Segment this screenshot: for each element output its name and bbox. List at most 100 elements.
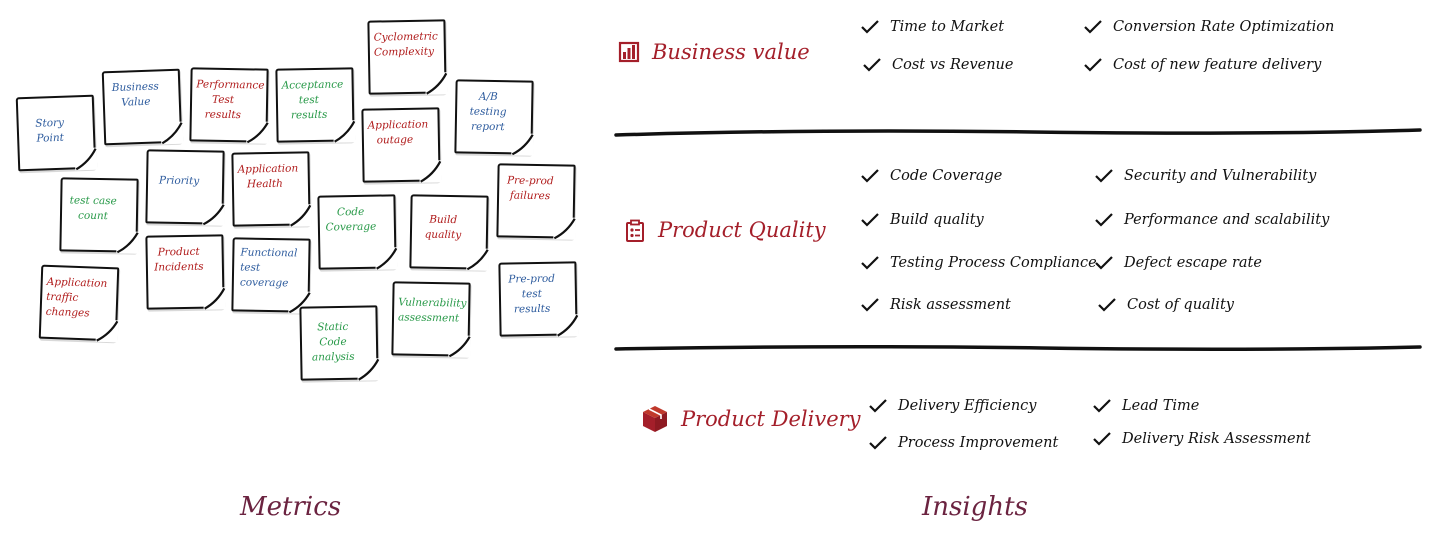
insight-item: Delivery Efficiency (868, 398, 1036, 414)
checkmark-icon (868, 435, 888, 451)
sticky-note: Application outage (361, 107, 442, 183)
page-curl-icon (116, 231, 139, 254)
insight-item-label: Conversion Rate Optimization (1113, 19, 1335, 35)
bar-chart-icon (618, 41, 640, 63)
insight-item-label: Cost of quality (1127, 297, 1234, 313)
sticky-note-text: Performance Test results (196, 78, 265, 122)
page-curl-icon (425, 72, 448, 95)
sticky-note-text: A/B testing report (469, 90, 507, 134)
page-curl-icon (466, 248, 489, 271)
sticky-note: Business Value (101, 68, 184, 146)
checkmark-icon (1092, 431, 1112, 447)
checkmark-icon (1094, 212, 1114, 228)
checkmark-icon (1094, 255, 1114, 271)
sticky-note: Static Code analysis (299, 305, 380, 381)
sticky-note: Product Incidents (145, 234, 226, 310)
package-icon (641, 404, 669, 434)
sticky-note: Code Coverage (317, 194, 398, 270)
sticky-note: Build quality (409, 194, 489, 271)
insight-item: Defect escape rate (1094, 255, 1262, 271)
page-curl-icon (448, 335, 471, 358)
sticky-note-text: Business Value (111, 80, 159, 109)
insight-item-label: Risk assessment (890, 297, 1011, 313)
insight-item: Conversion Rate Optimization (1083, 19, 1334, 35)
insight-item-label: Testing Process Compliance (890, 255, 1097, 271)
sticky-note: A/B testing report (454, 79, 534, 156)
metrics-caption: Metrics (240, 492, 342, 522)
page-curl-icon (246, 121, 269, 144)
checkmark-icon (1083, 57, 1103, 73)
checkmark-icon (860, 212, 880, 228)
sticky-note: Vulnerability assessment (391, 281, 471, 358)
category-title: Product Delivery (681, 407, 861, 431)
sticky-note-text: Acceptance test results (281, 78, 344, 122)
page-curl-icon (289, 204, 312, 227)
page-curl-icon (333, 120, 356, 143)
page-curl-icon (375, 247, 398, 270)
page-curl-icon (553, 217, 576, 240)
category-business-value: Business value (618, 40, 810, 64)
insight-item: Cost vs Revenue (862, 57, 1013, 73)
insight-item: Time to Market (860, 19, 1004, 35)
insight-item-label: Time to Market (890, 19, 1005, 35)
insight-item-label: Build quality (890, 212, 984, 228)
section-divider (614, 128, 1422, 137)
sticky-note-text: test case count (69, 194, 117, 223)
sticky-note: Cyclometric Complexity (367, 19, 448, 95)
sticky-note-text: Cyclometric Complexity (373, 30, 438, 59)
checkmark-icon (860, 255, 880, 271)
insights-caption: Insights (922, 492, 1028, 522)
checkmark-icon (1083, 19, 1103, 35)
insight-item-label: Cost vs Revenue (892, 57, 1014, 73)
sticky-note-text: Application Health (237, 162, 299, 191)
page-curl-icon (202, 203, 225, 226)
insight-item: Cost of quality (1097, 297, 1234, 313)
insight-item-label: Defect escape rate (1124, 255, 1262, 271)
sticky-note-text: Functional test coverage (239, 246, 298, 290)
page-curl-icon (419, 160, 442, 183)
sticky-note-text: Application traffic changes (45, 275, 108, 320)
insight-item: Cost of new feature delivery (1083, 57, 1321, 73)
section-divider (614, 344, 1422, 352)
page-curl-icon (95, 319, 119, 343)
sticky-note-text: Code Coverage (325, 205, 377, 234)
checkmark-icon (868, 398, 888, 414)
checkmark-icon (1092, 398, 1112, 414)
sticky-note: Application Health (231, 151, 312, 227)
insight-item-label: Code Coverage (890, 168, 1003, 184)
insight-item: Testing Process Compliance (860, 255, 1097, 271)
sticky-note: Priority (145, 149, 225, 226)
page-curl-icon (511, 133, 534, 156)
sticky-note-text: Application outage (367, 118, 429, 147)
insight-item-label: Delivery Risk Assessment (1122, 431, 1311, 447)
checkmark-icon (1094, 168, 1114, 184)
insight-item: Code Coverage (860, 168, 1002, 184)
checkmark-icon (862, 57, 882, 73)
page-curl-icon (203, 287, 226, 310)
sticky-note-text: Pre-prod test results (508, 272, 556, 316)
category-title: Business value (652, 40, 810, 64)
insight-item: Performance and scalability (1094, 212, 1329, 228)
checkmark-icon (860, 168, 880, 184)
insight-item: Build quality (860, 212, 984, 228)
insight-item: Security and Vulnerability (1094, 168, 1316, 184)
sticky-note: Acceptance test results (275, 67, 356, 143)
insight-item: Process Improvement (868, 435, 1058, 451)
page-curl-icon (556, 314, 579, 337)
checkmark-icon (860, 297, 880, 313)
checkmark-icon (860, 19, 880, 35)
sticky-note: Performance Test results (189, 67, 269, 144)
insight-item-label: Performance and scalability (1124, 212, 1330, 228)
sticky-note: Application traffic changes (38, 264, 120, 343)
sticky-note-text: Product Incidents (154, 245, 204, 274)
category-product-delivery: Product Delivery (641, 404, 861, 434)
insight-item-label: Process Improvement (898, 435, 1059, 451)
sticky-note: Functional test coverage (231, 237, 311, 314)
sticky-note-text: Story Point (35, 116, 65, 145)
sticky-note-text: Pre-prod failures (506, 174, 554, 203)
sticky-note: Pre-prod test results (498, 261, 579, 337)
sticky-note: test case count (59, 177, 139, 254)
insight-item-label: Delivery Efficiency (898, 398, 1037, 414)
sticky-note: Story Point (15, 94, 98, 172)
